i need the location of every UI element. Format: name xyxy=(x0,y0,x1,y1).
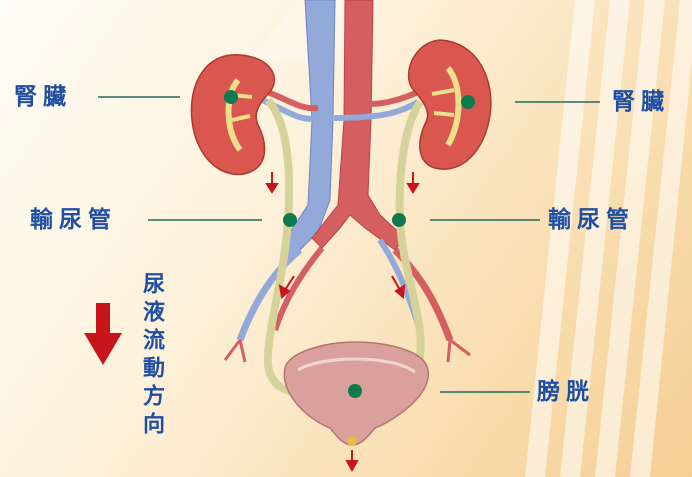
down-arrow-icon xyxy=(267,172,277,192)
down-arrow-icon xyxy=(347,450,357,470)
green-dot-icon xyxy=(461,95,475,109)
down-arrow-icon xyxy=(408,172,418,192)
green-dot-icon xyxy=(392,213,406,227)
label-ureter-left: 輸尿管 xyxy=(30,209,117,232)
label-bladder: 膀胱 xyxy=(537,381,595,404)
label-urine-flow-direction: 尿液流動方向 xyxy=(140,272,162,440)
urine-flow-direction-arrow-icon xyxy=(84,303,122,365)
kidney-left-shape xyxy=(191,55,274,175)
label-ureter-right: 輸尿管 xyxy=(548,209,635,232)
label-kidney-left: 腎臟 xyxy=(14,86,72,109)
green-dot-icon xyxy=(224,90,238,104)
green-dot-icon xyxy=(348,384,362,398)
label-kidney-right: 腎臟 xyxy=(612,91,670,114)
green-dot-icon xyxy=(283,213,297,227)
